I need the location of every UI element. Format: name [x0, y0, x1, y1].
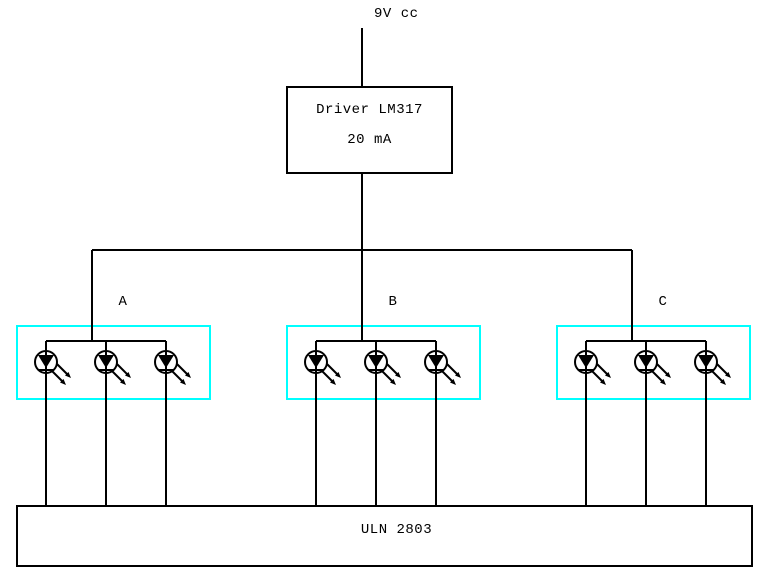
led-icon [424, 350, 462, 386]
led-icon [634, 350, 672, 386]
led-icon [304, 350, 342, 386]
led-icon [694, 350, 732, 386]
group-label-c: C [658, 294, 668, 310]
group-c-outline [556, 325, 751, 400]
driver-name-label: Driver LM317 [316, 102, 423, 118]
led-icon [364, 350, 402, 386]
group-label-a: A [118, 294, 128, 310]
led-icon [574, 350, 612, 386]
led-icon [154, 350, 192, 386]
group-a-outline [16, 325, 211, 400]
driver-current-label: 20 mA [347, 132, 392, 148]
uln-box: ULN 2803 [16, 505, 753, 567]
group-b-outline [286, 325, 481, 400]
uln-label: ULN 2803 [360, 522, 433, 538]
led-icon [94, 350, 132, 386]
group-label-b: B [388, 294, 398, 310]
driver-box: Driver LM317 20 mA [286, 86, 453, 174]
led-icon [34, 350, 72, 386]
supply-voltage-label: 9V cc [374, 6, 419, 22]
